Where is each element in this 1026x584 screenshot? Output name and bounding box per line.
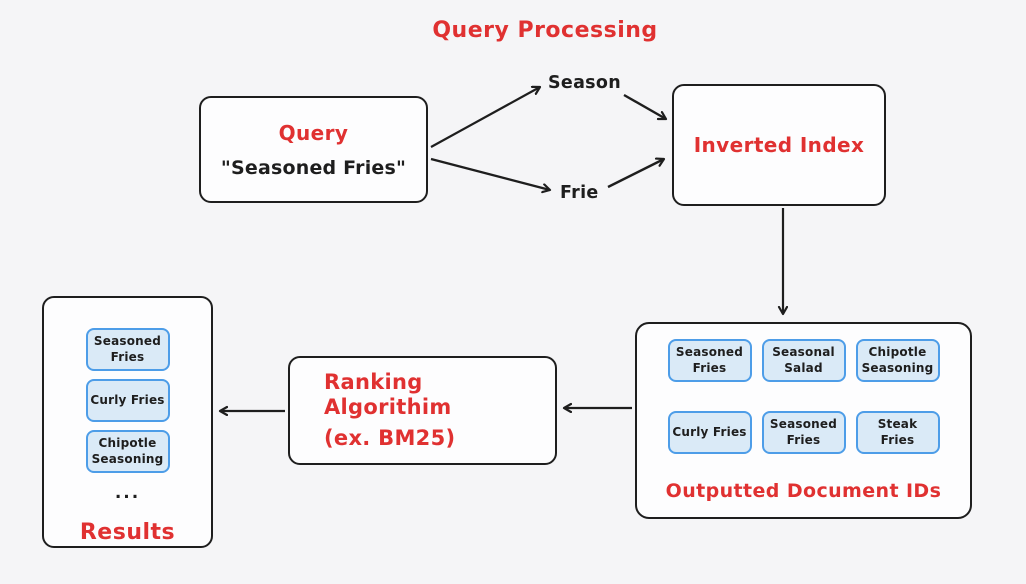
result-chip: Curly Fries	[85, 379, 170, 422]
result-chip: Seasoned Fries	[85, 328, 170, 371]
result-chip-label: Chipotle Seasoning	[91, 435, 164, 466]
inverted-index-box: Inverted Index	[672, 84, 886, 206]
doc-chip-label: Seasonal Salad	[772, 344, 835, 375]
doc-chip-label: Curly Fries	[672, 424, 747, 439]
result-chip: Chipotle Seasoning	[85, 430, 170, 473]
results-ellipsis: ...	[114, 483, 141, 503]
doc-chip: Seasoned Fries	[761, 411, 846, 454]
arrow-season-to-index	[623, 93, 666, 119]
arrow-query-to-season	[430, 87, 540, 148]
query-box-value: "Seasoned Fries"	[220, 156, 407, 179]
ranking-line-1: Ranking Algorithim	[324, 369, 452, 419]
token-season-label: Season	[548, 73, 621, 93]
arrow-query-to-frie	[430, 157, 550, 190]
query-box-label: Query	[278, 120, 349, 145]
doc-chip: Curly Fries	[667, 411, 752, 454]
outputted-documents-box: Seasoned Fries Seasonal Salad Chipotle S…	[635, 322, 972, 519]
doc-chip-label: Seasoned Fries	[769, 416, 838, 447]
doc-chip-label: Seasoned Fries	[675, 344, 744, 375]
inverted-index-label: Inverted Index	[693, 133, 865, 157]
result-chip-label: Curly Fries	[90, 392, 165, 407]
result-chip-label: Seasoned Fries	[93, 333, 162, 364]
outputted-row-2: Curly Fries Seasoned Fries Steak Fries	[637, 411, 970, 454]
arrow-frie-to-index	[607, 159, 664, 189]
doc-chip: Chipotle Seasoning	[855, 339, 940, 382]
doc-chip-label: Chipotle Seasoning	[861, 344, 934, 375]
doc-chip: Seasoned Fries	[667, 339, 752, 382]
results-box: Seasoned Fries Curly Fries Chipotle Seas…	[42, 296, 213, 548]
results-label: Results	[79, 520, 176, 545]
outputted-row-1: Seasoned Fries Seasonal Salad Chipotle S…	[637, 339, 970, 382]
diagram-title: Query Processing	[432, 18, 658, 43]
doc-chip: Steak Fries	[855, 411, 940, 454]
doc-chip-label: Steak Fries	[877, 416, 918, 447]
query-box: Query "Seasoned Fries"	[199, 96, 428, 203]
ranking-line-2: (ex. BM25)	[324, 426, 456, 451]
outputted-documents-label: Outputted Document IDs	[665, 480, 942, 502]
token-frie-label: Frie	[560, 183, 599, 203]
ranking-algorithm-box: Ranking Algorithim (ex. BM25)	[288, 356, 557, 465]
doc-chip: Seasonal Salad	[761, 339, 846, 382]
